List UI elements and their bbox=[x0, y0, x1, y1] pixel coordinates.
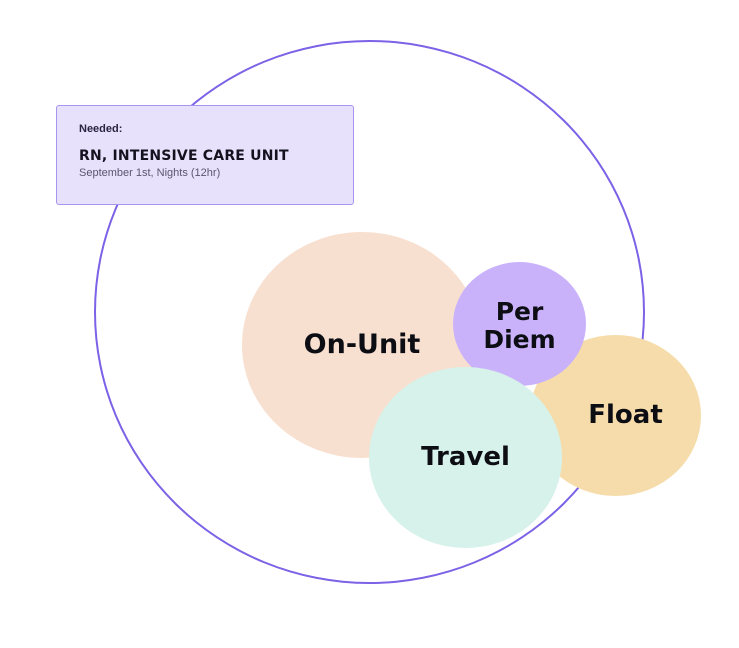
bubble-travel[interactable]: Travel bbox=[369, 367, 562, 548]
outer-ring bbox=[94, 40, 645, 584]
card-title: RN, INTENSIVE CARE UNIT bbox=[79, 148, 289, 164]
bubble-per-diem-label: Per Diem bbox=[483, 297, 556, 354]
bubble-float-label: Float bbox=[588, 399, 663, 430]
card-kicker: Needed: bbox=[79, 123, 123, 135]
bubble-float[interactable]: Float bbox=[530, 335, 701, 496]
bubble-travel-label: Travel bbox=[421, 441, 510, 472]
card-subtitle: September 1st, Nights (12hr) bbox=[79, 167, 221, 179]
bubble-on-unit-label: On-Unit bbox=[303, 328, 421, 360]
bubble-per-diem[interactable]: Per Diem bbox=[453, 262, 586, 386]
shift-need-card: Needed: RN, INTENSIVE CARE UNIT Septembe… bbox=[56, 105, 354, 205]
